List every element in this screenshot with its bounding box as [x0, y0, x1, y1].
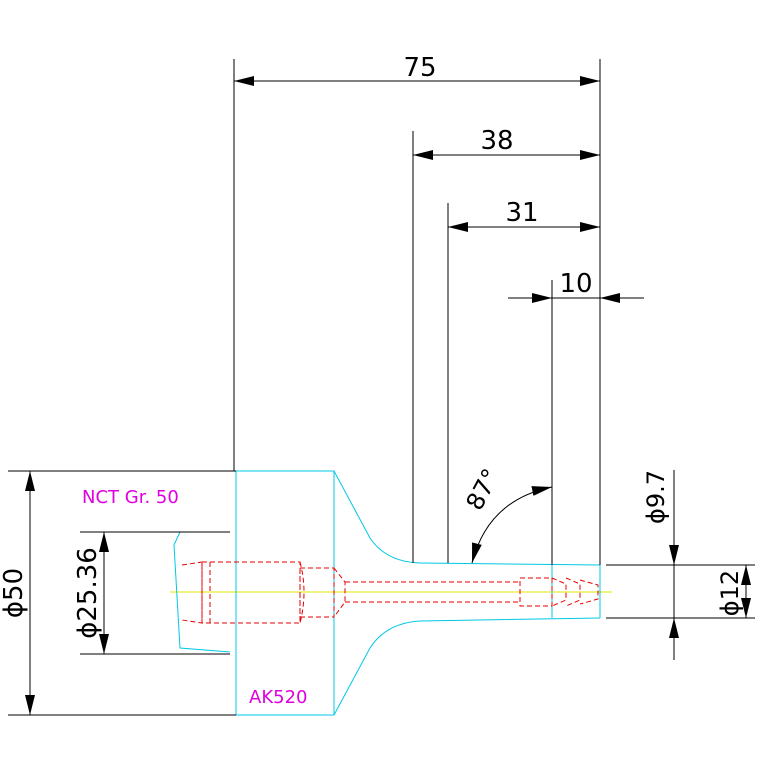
angle-text: 87°	[461, 464, 506, 515]
dim-text-10: 10	[559, 269, 592, 299]
dim-text-38: 38	[480, 126, 513, 156]
dim-text-75: 75	[403, 53, 436, 83]
hidden-lines	[181, 561, 599, 624]
dim-text-phi12: ϕ12	[716, 570, 744, 616]
label-taper: NCT Gr. 50	[82, 487, 179, 508]
label-adapter: AK520	[249, 687, 307, 708]
part-outline	[173, 470, 601, 716]
dim-text-phi9-7: ϕ9.7	[642, 470, 670, 524]
dim-text-phi50: ϕ50	[0, 568, 29, 618]
angle-arc	[471, 486, 553, 564]
dim-text-phi25: ϕ25.36	[73, 547, 103, 639]
extension-lines	[8, 59, 755, 716]
dim-text-31: 31	[505, 198, 538, 228]
